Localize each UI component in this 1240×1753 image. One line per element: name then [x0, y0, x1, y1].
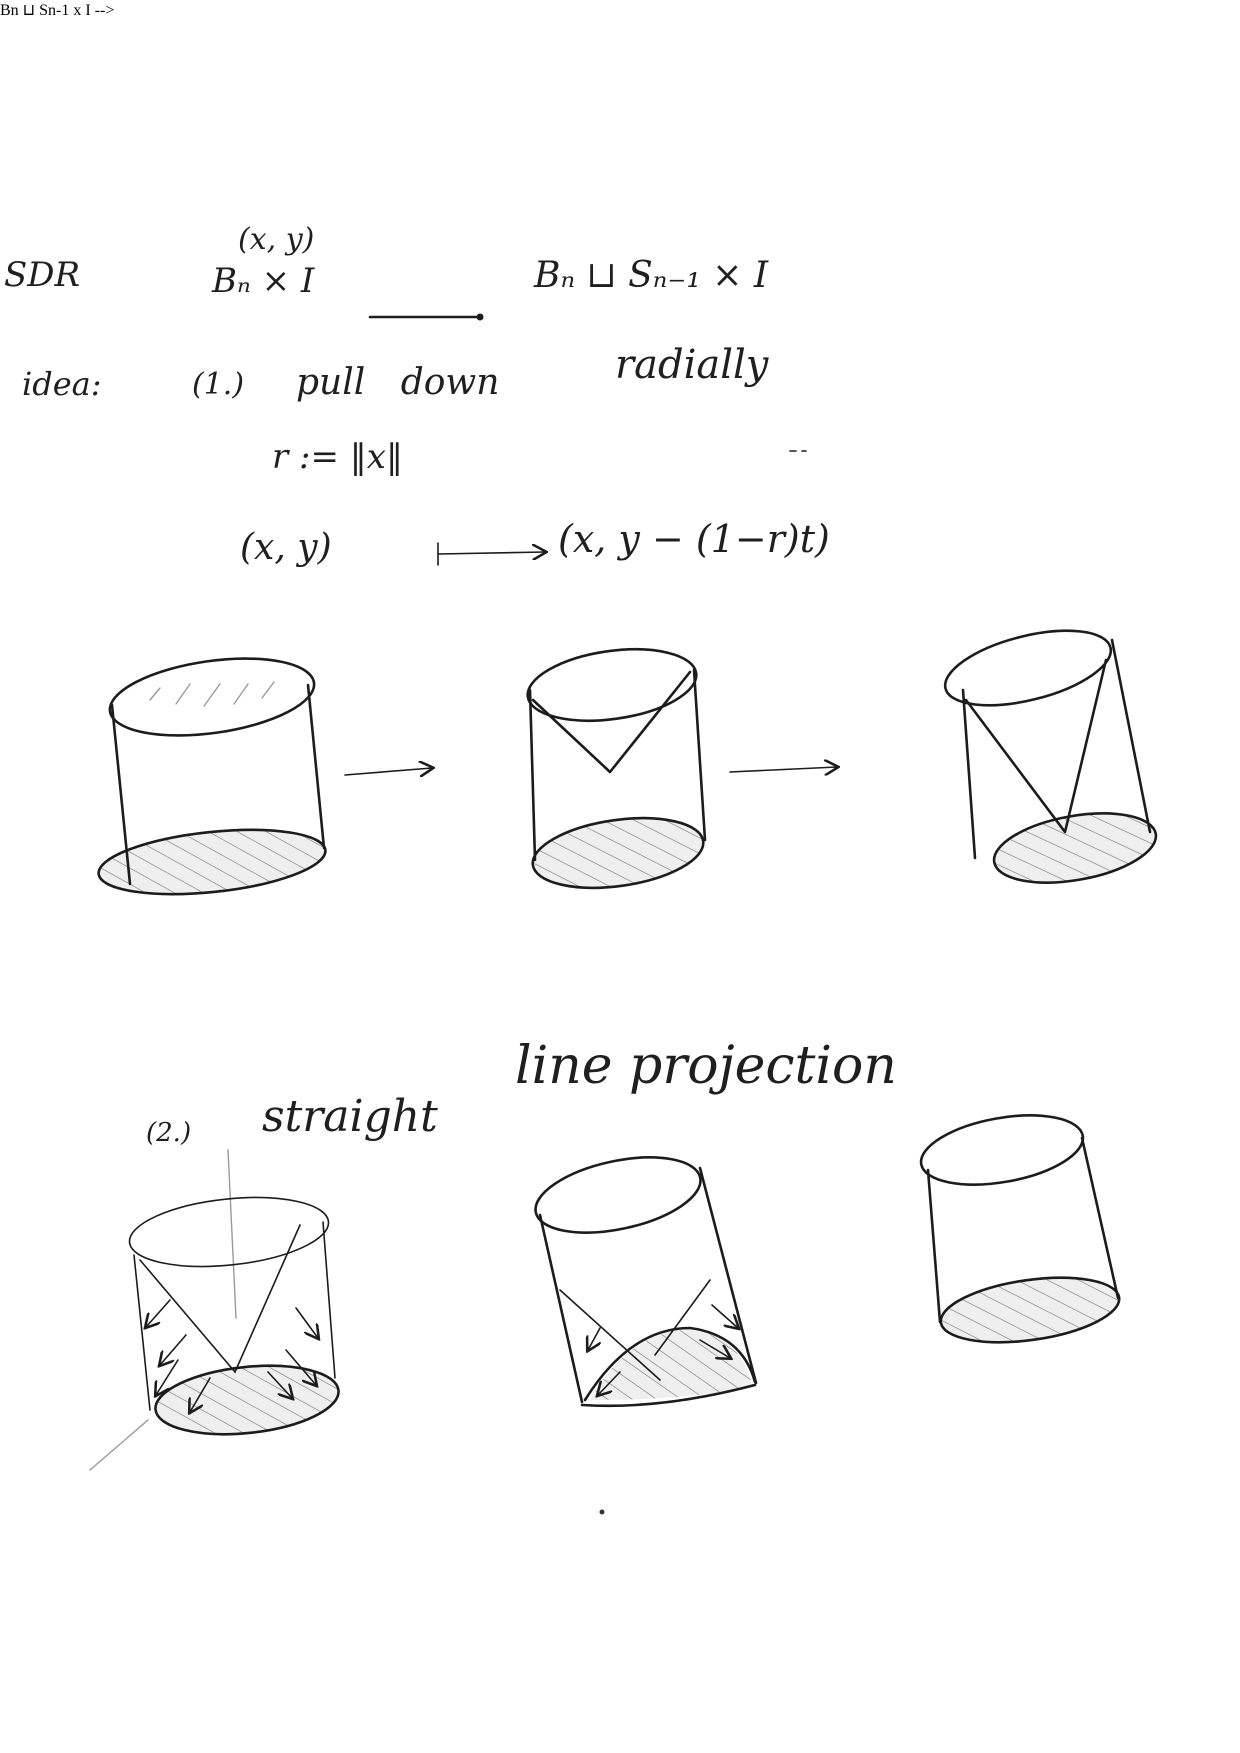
- step1-text-2: radially: [615, 342, 769, 388]
- cylinder-2-sketch: [526, 648, 707, 890]
- radius-definition: r := ‖x‖: [272, 437, 403, 477]
- cylinder-6-sketch: [919, 1114, 1121, 1344]
- idea-label: idea:: [22, 365, 102, 403]
- domain-label: Bₙ × I: [212, 261, 315, 301]
- cylinder-4-sketch: [89, 1149, 340, 1471]
- cylinder-5-sketch: [534, 1156, 758, 1408]
- step2-number: (2.): [146, 1118, 192, 1148]
- step2-text-2: line projection: [515, 1036, 897, 1096]
- step1-number: (1.): [192, 367, 245, 402]
- map-to: (x, y − (1−r)t): [558, 517, 830, 561]
- cylinder-3-sketch: [943, 629, 1158, 884]
- codomain-label: Bₙ ⊔ Sₙ₋₁ × I: [534, 255, 769, 296]
- step1-text: pull down: [296, 362, 500, 403]
- header-arrow-icon: [368, 313, 484, 321]
- maps-to-arrow-icon: [437, 542, 545, 566]
- sdr-label: SDR: [4, 255, 81, 295]
- ink-dot: [599, 1509, 605, 1515]
- step2-text: straight: [262, 1091, 438, 1142]
- coords-label: (x, y): [238, 222, 315, 257]
- right-arrow-icon: [729, 767, 837, 772]
- map-from: (x, y): [240, 527, 332, 568]
- cylinder-1-sketch: [97, 657, 327, 896]
- right-arrow-icon: [344, 768, 432, 775]
